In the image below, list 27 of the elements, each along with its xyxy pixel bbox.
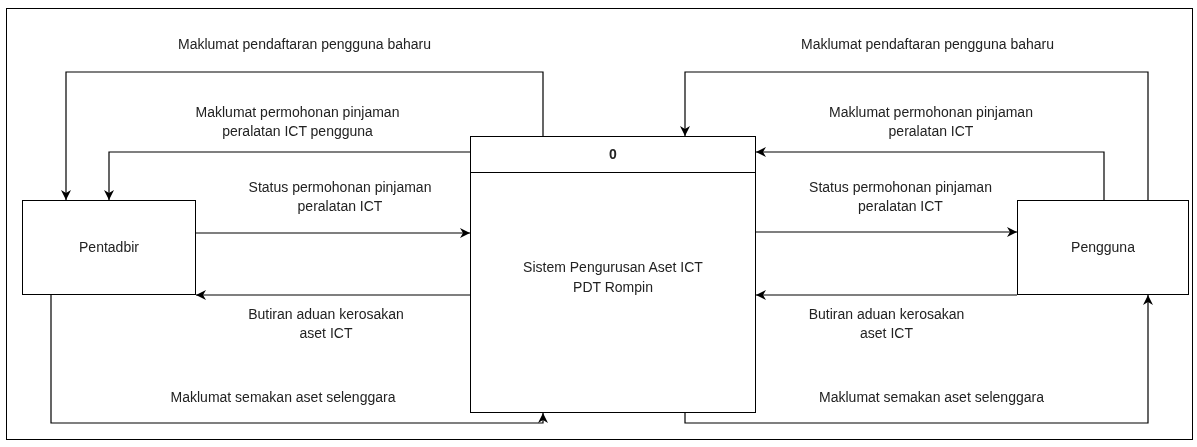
edge-label: Status permohonan pinjaman peralatan ICT: [808, 178, 993, 216]
edge-label: Status permohonan pinjaman peralatan ICT: [247, 178, 433, 216]
arrow: [755, 147, 1105, 201]
arrow: [195, 228, 471, 238]
arrow: [50, 294, 548, 424]
process-box: [470, 136, 756, 413]
entity-box: [1017, 200, 1189, 295]
arrow: [755, 227, 1018, 237]
entity-box: [22, 200, 196, 295]
arrow: [680, 71, 1149, 201]
arrow: [684, 294, 1153, 424]
process-name: Sistem Pengurusan Aset ICT PDT Rompin: [522, 257, 704, 297]
edge-label: Butiran aduan kerosakan aset ICT: [247, 305, 405, 343]
arrow: [104, 151, 471, 201]
process-number: 0: [609, 145, 617, 164]
entity-name: Pentadbir: [79, 238, 139, 257]
edge-label: Butiran aduan kerosakan aset ICT: [807, 305, 966, 343]
edge-label: Maklumat permohonan pinjaman peralatan ICT: [828, 103, 1034, 141]
edge-label: Maklumat semakan aset selenggara: [819, 388, 1044, 407]
edge-label: Maklumat pendaftaran pengguna baharu: [178, 35, 431, 54]
arrow: [755, 290, 1018, 300]
edge-label: Maklumat semakan aset selenggara: [170, 388, 396, 407]
arrow: [61, 71, 544, 201]
arrow: [195, 290, 471, 300]
entity-name: Pengguna: [1071, 238, 1135, 257]
edge-label: Maklumat permohonan pinjaman peralatan ICT pengguna: [194, 103, 401, 141]
edge-label: Maklumat pendaftaran pengguna baharu: [801, 35, 1054, 54]
